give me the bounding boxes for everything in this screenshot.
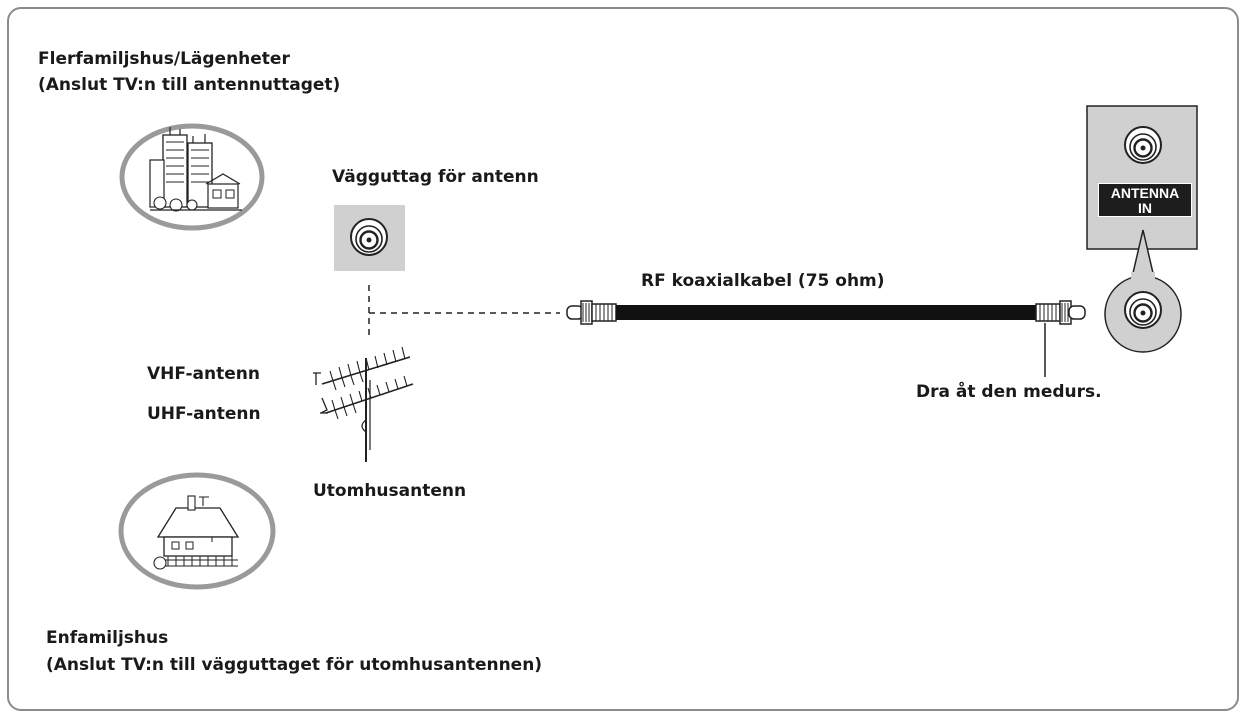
outdoor-antenna-icon [313,346,414,462]
single-family-title: Enfamiljshus [46,628,169,648]
vhf-antenna-label: VHF-antenn [147,364,260,384]
multi-family-title: Flerfamiljshus/Lägenheter [38,49,290,69]
multi-family-note: (Anslut TV:n till antennuttaget) [38,75,341,95]
antenna-in-label-line2: IN [1138,200,1152,216]
single-family-note: (Anslut TV:n till vägguttaget för utomhu… [46,655,543,675]
antenna-in-label-line1: ANTENNA [1110,185,1180,201]
wall-outlet-label: Vägguttag för antenn [332,167,539,187]
antenna-port-zoom [1104,229,1182,353]
cable-label: RF koaxialkabel (75 ohm) [641,271,885,291]
antenna-in-label: ANTENNA IN [1098,183,1192,217]
outdoor-antenna-label: Utomhusantenn [313,481,467,501]
uhf-antenna-label: UHF-antenn [147,404,261,424]
tv-antenna-panel [1086,105,1198,250]
diagram-frame [7,7,1239,711]
house-icon [118,472,276,590]
rf-coaxial-cable [566,300,1086,325]
apartment-building-icon [119,123,265,231]
tighten-label: Dra åt den medurs. [916,382,1102,402]
wall-outlet [334,205,405,271]
